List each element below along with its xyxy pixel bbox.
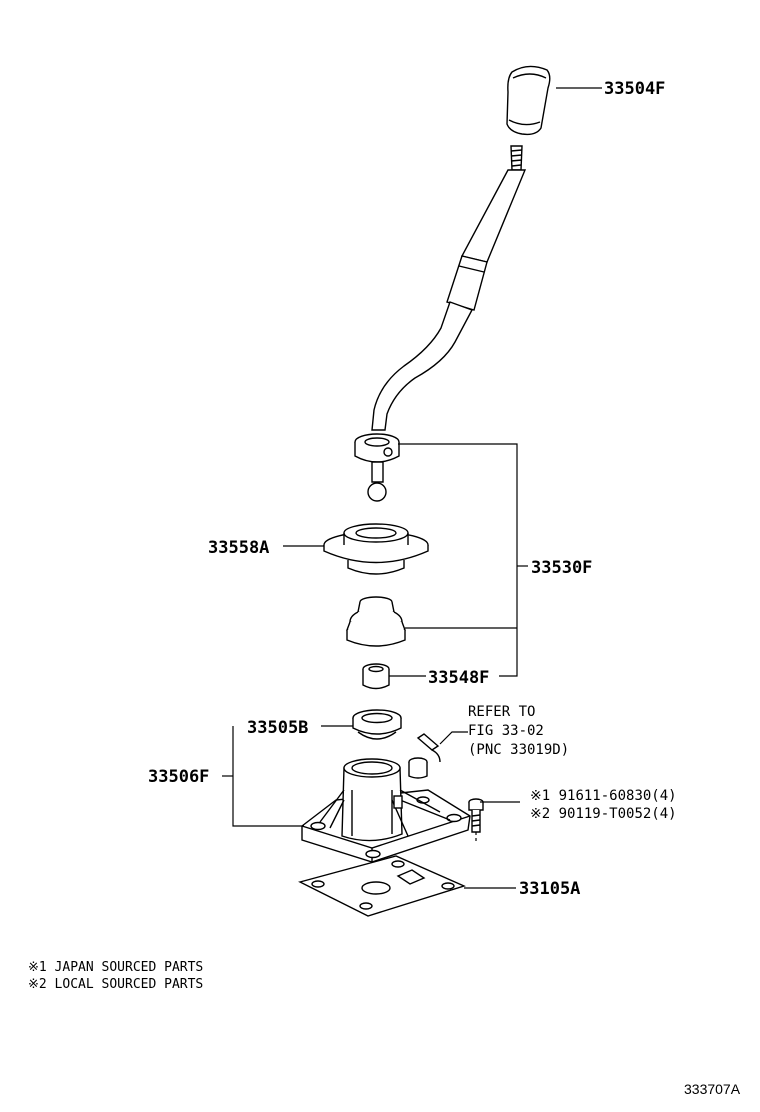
label-lever-housing[interactable]: 33506F (148, 767, 209, 787)
label-retainer[interactable]: 33558A (208, 538, 269, 558)
label-bolt-local[interactable]: ※2 90119-T0052(4) (530, 806, 677, 822)
bushing-drawing[interactable] (352, 709, 402, 740)
reference-line-2[interactable]: FIG 33-02 (468, 723, 544, 739)
breather-fitting-drawing[interactable] (408, 733, 441, 779)
label-bushing[interactable]: 33505B (247, 718, 308, 738)
gasket-drawing[interactable] (298, 855, 466, 917)
lever-housing-drawing[interactable] (301, 758, 471, 863)
retainer-drawing[interactable] (323, 523, 429, 575)
label-gasket[interactable]: 33105A (519, 879, 580, 899)
seat-drawing[interactable] (362, 663, 390, 690)
label-bolt-japan[interactable]: ※1 91611-60830(4) (530, 788, 677, 804)
label-seat[interactable]: 33548F (428, 668, 489, 688)
shift-lever-drawing[interactable] (354, 145, 527, 502)
footnote-local-sourced: ※2 LOCAL SOURCED PARTS (28, 977, 203, 992)
footnote-japan-sourced: ※1 JAPAN SOURCED PARTS (28, 960, 203, 975)
label-lever-assembly[interactable]: 33530F (531, 558, 592, 578)
label-shift-knob[interactable]: 33504F (604, 79, 665, 99)
shift-knob-drawing[interactable] (506, 65, 551, 136)
reference-line-3: (PNC 33019D) (468, 742, 569, 758)
bolt-drawing[interactable] (468, 798, 484, 842)
boot-drawing[interactable] (346, 596, 406, 647)
leader-lines (222, 87, 602, 889)
figure-id: 333707A (684, 1081, 741, 1097)
reference-line-1: REFER TO (468, 704, 535, 720)
